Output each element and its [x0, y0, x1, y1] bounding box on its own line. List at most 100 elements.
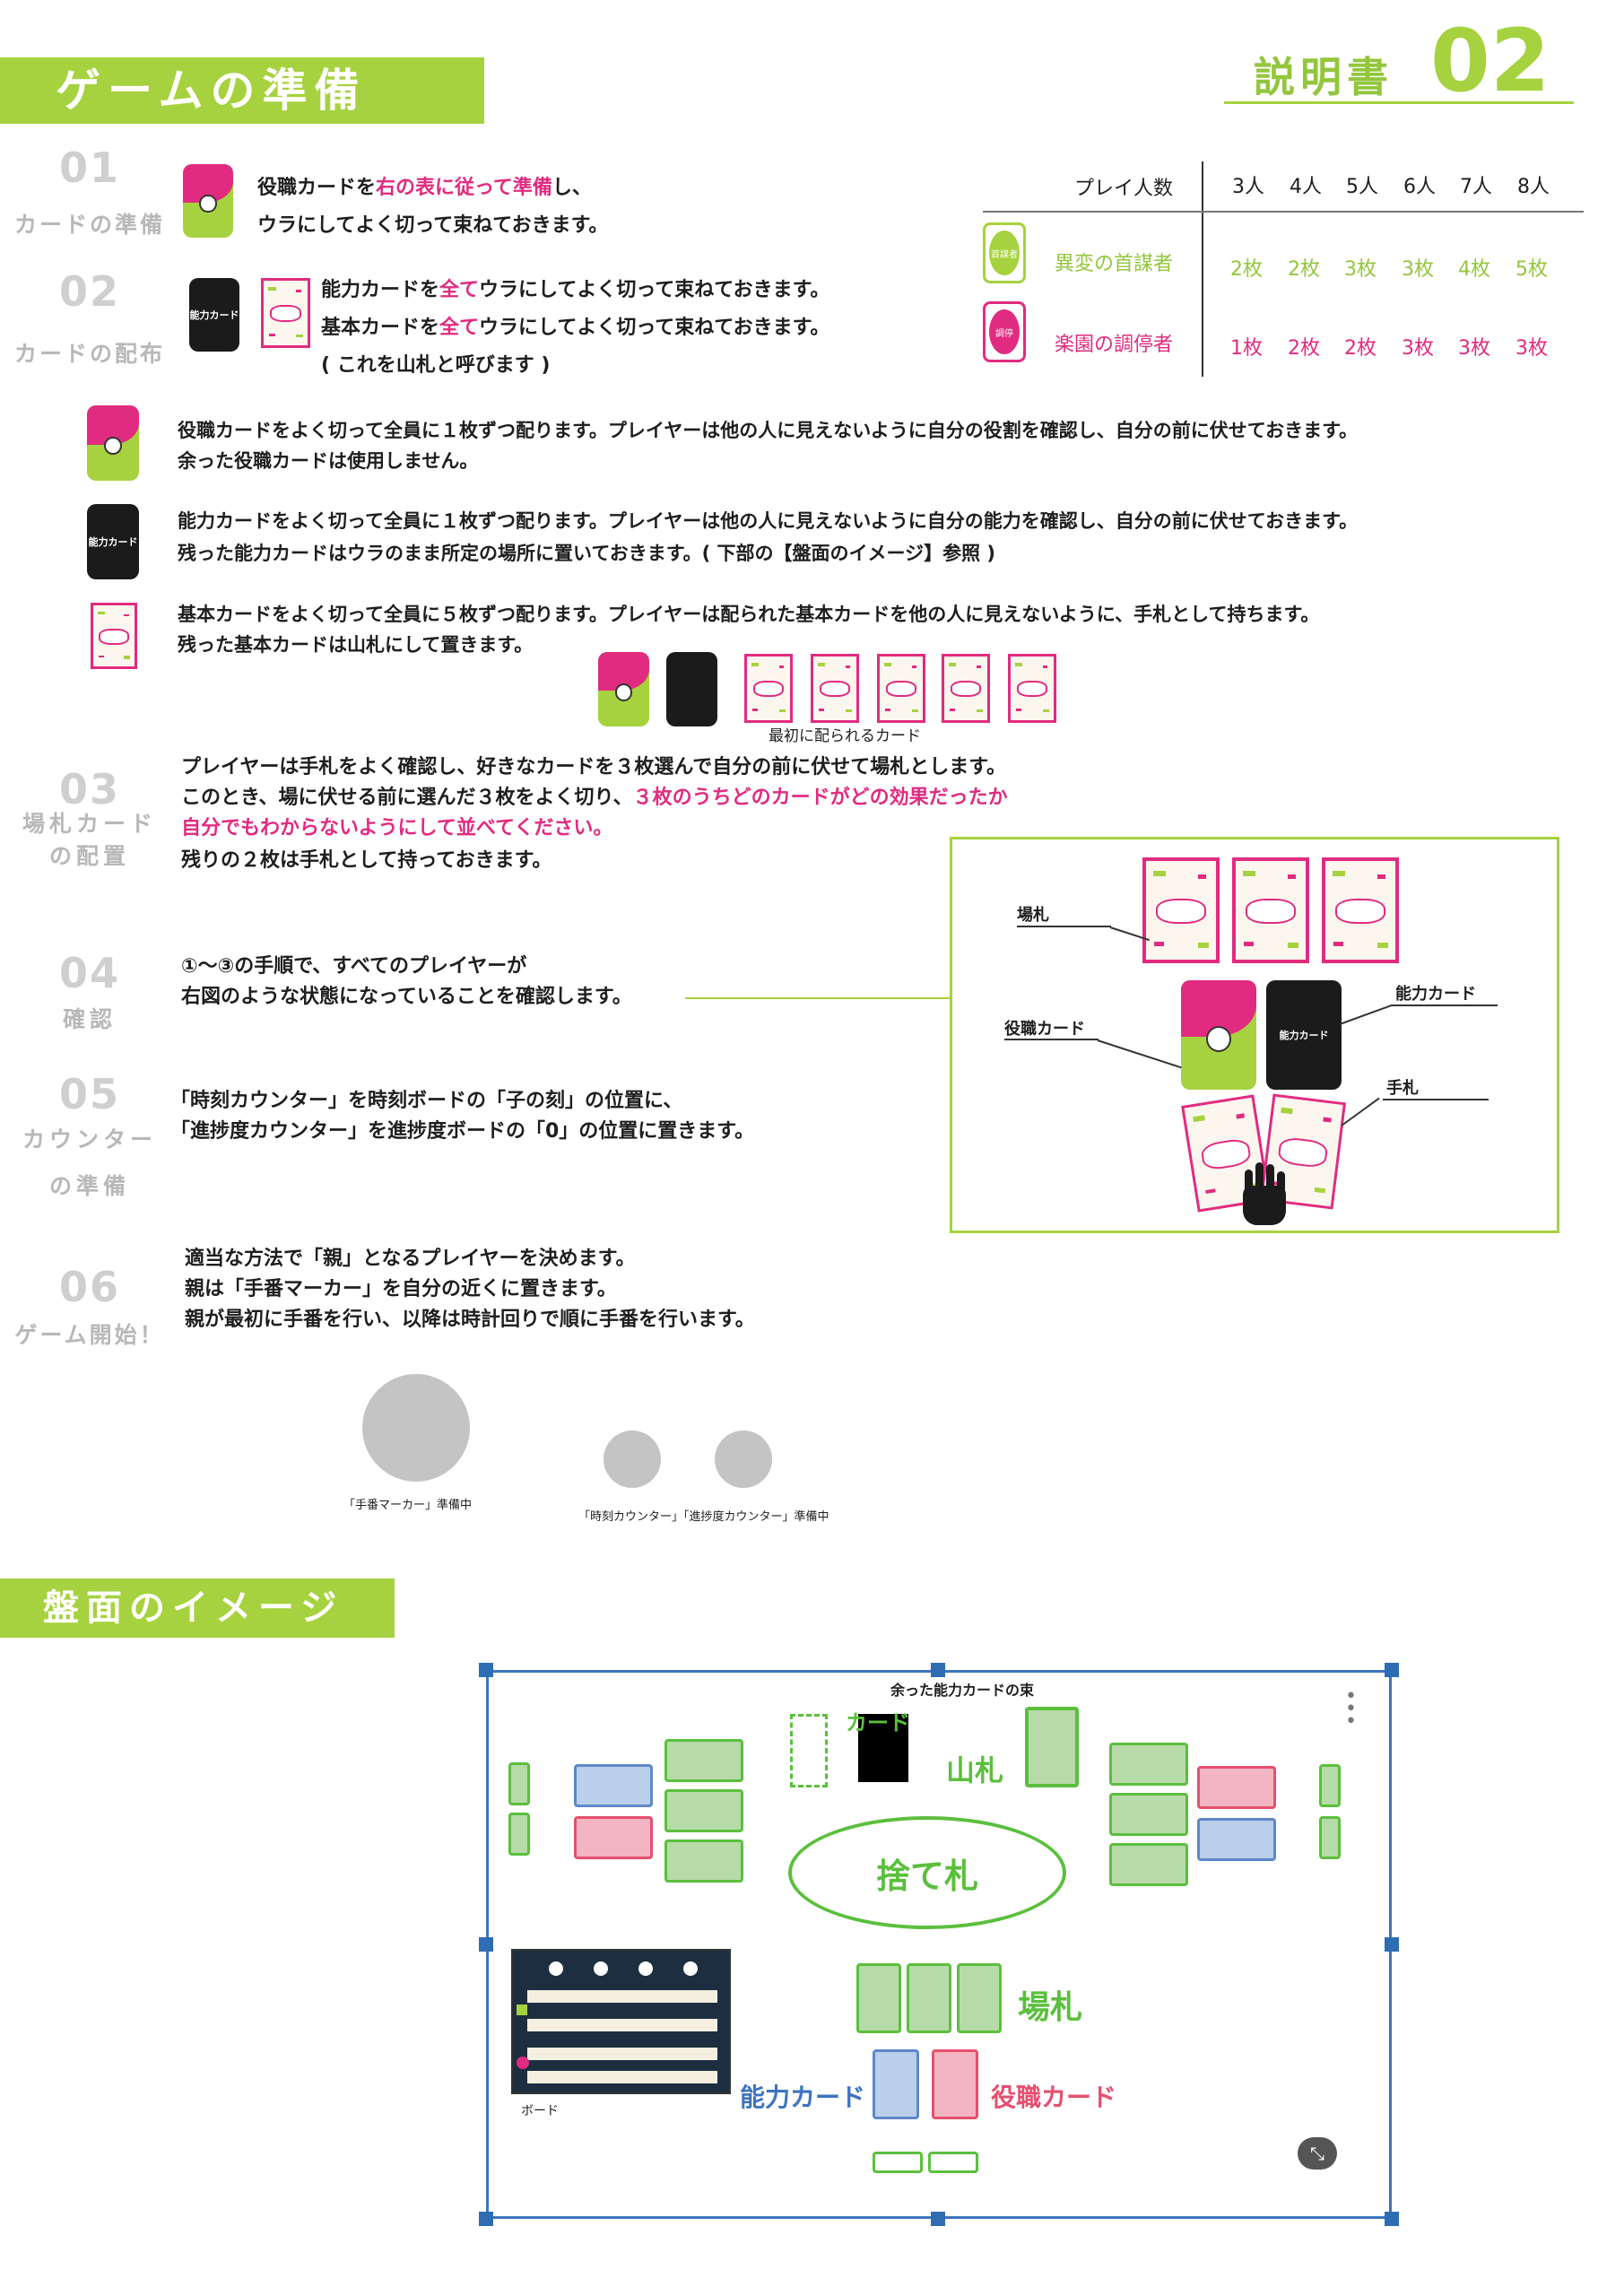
step-02-label: カードの配布: [13, 341, 165, 367]
step-02-line2-highlight: 全て: [439, 317, 480, 339]
time-counter-placeholder: [604, 1431, 661, 1488]
own-hand-card-1: [873, 2152, 923, 2173]
step-02-line2: 基本カードを全てウラにしてよく切って束ねておきます。: [321, 312, 829, 344]
diagram-ability-label: 能力カード: [1395, 985, 1476, 1004]
resize-handle-ml[interactable]: [479, 1937, 493, 1952]
board-dot-3: [638, 1961, 653, 1976]
diagram-hand-leader: [1383, 1099, 1489, 1100]
step-01-line2: ウラにしてよく切って束ねておきます。: [257, 214, 609, 237]
ability-card-icon: 能力カード: [189, 278, 239, 352]
step-06-line1: 適当な方法で「親」となるプレイヤーを決めます。: [185, 1248, 636, 1270]
step-04-connector-line: [685, 997, 951, 999]
board-dot-4: [683, 1961, 698, 1976]
resize-handle-tl[interactable]: [479, 1663, 493, 1677]
mastermind-count-6: 3枚: [1402, 258, 1434, 281]
right-player-card-v2: [1319, 1816, 1341, 1859]
resize-handle-bl[interactable]: [479, 2212, 493, 2226]
mastermind-icon-text: 首謀者: [989, 230, 1020, 275]
own-ability-label: 能力カード: [740, 2083, 866, 2112]
own-field-3: [957, 1963, 1002, 2033]
section-banner-board: 盤面のイメージ: [0, 1578, 395, 1638]
initial-role-card: [598, 652, 649, 726]
step-03-label-2: の配置: [48, 843, 130, 869]
left-player-field-2: [664, 1789, 743, 1832]
step-01-label: カードの準備: [13, 212, 165, 238]
right-player-role-card: [1197, 1766, 1276, 1809]
step-03-line4: 残りの２枚は手札として持っておきます。: [181, 849, 552, 872]
header-underline: [1224, 101, 1574, 104]
diagram-field-card-1: [1142, 857, 1220, 963]
left-player-field-3: [664, 1839, 743, 1883]
step-04-number: 04: [58, 949, 120, 997]
diagram-field-card-2: [1232, 857, 1309, 963]
step-02-line1: 能力カードを全てウラにしてよく切って束ねておきます。: [321, 274, 829, 306]
manual-number: 02: [1430, 11, 1550, 111]
step-05-line1: 「時刻カウンター」を時刻ボードの「子の刻」の位置に、: [170, 1090, 683, 1112]
board-track-4: [527, 2071, 717, 2083]
step-02-number: 02: [58, 267, 120, 316]
step-04-line2: 右図のような状態になっていることを確認します。: [181, 986, 632, 1008]
turn-marker-placeholder: [362, 1374, 470, 1482]
mastermind-count-4: 2枚: [1288, 258, 1320, 281]
resize-handle-tr[interactable]: [1385, 1663, 1399, 1677]
step-03-label-1: 場札カード: [22, 811, 157, 837]
left-player-ability-card: [574, 1764, 653, 1807]
leftover-ability-label: 余った能力カードの束: [890, 1682, 1035, 1699]
deck-label-handwritten: 山札: [946, 1753, 1004, 1787]
mastermind-count-8: 5枚: [1515, 258, 1548, 281]
right-player-field-3: [1109, 1843, 1188, 1886]
diagram-ability-card: 能力カード: [1266, 980, 1342, 1090]
step-06-label: ゲーム開始！: [14, 1322, 165, 1348]
leftover-ability-slot: [790, 1714, 828, 1787]
left-player-role-card: [574, 1816, 653, 1859]
diagram-role-card: [1181, 980, 1256, 1090]
resize-handle-tm[interactable]: [931, 1663, 945, 1677]
mastermind-icon: 首謀者: [983, 222, 1026, 283]
own-role-label: 役職カード: [991, 2083, 1117, 2112]
step-02-line1-highlight: 全て: [439, 279, 480, 301]
board-caption: ボード: [521, 2104, 559, 2118]
player-count-4: 4人: [1290, 176, 1322, 198]
step-06-line2: 親は「手番マーカー」を自分の近くに置きます。: [185, 1278, 617, 1300]
board-track-2: [527, 2019, 717, 2031]
initial-ability-card: [666, 652, 717, 726]
board-dot-1: [549, 1961, 563, 1976]
diagram-ability-leader-2: [1339, 1004, 1393, 1025]
resize-handle-mr[interactable]: [1385, 1937, 1399, 1952]
right-player-field-1: [1109, 1743, 1188, 1786]
step-03-line2: このとき、場に伏せる前に選んだ３枚をよく切り、３枚のうちどのカードがどの効果だっ…: [181, 782, 1008, 813]
own-role-card: [932, 2049, 978, 2119]
player-count-3: 3人: [1232, 176, 1264, 198]
right-player-field-2: [1109, 1793, 1188, 1836]
diagram-role-label: 役職カード: [1004, 1020, 1085, 1039]
step-05-line2: 「進捗度カウンター」を進捗度ボードの「0」の位置に置きます。: [170, 1120, 755, 1143]
basic-card-icon: [261, 278, 310, 348]
ability-deal-line2: 残った能力カードはウラのまま所定の場所に置いておきます。( 下部の【盤面のイメー…: [178, 543, 996, 564]
draw-pile: [1025, 1707, 1079, 1787]
role-deal-line1: 役職カードをよく切って全員に１枚ずつ配ります。プレイヤーは他の人に見えないように…: [178, 420, 1359, 441]
player-count-5: 5人: [1346, 176, 1378, 198]
collapse-icon[interactable]: ⤡: [1298, 2137, 1337, 2170]
step-05-label-2: の準備: [48, 1173, 130, 1199]
step-03-line2-highlight: ３枚のうちどのカードがどの効果だったか: [632, 787, 1008, 809]
step-02-line1-a: 能力カードを: [321, 279, 440, 301]
own-field-1: [856, 1963, 901, 2033]
resize-handle-br[interactable]: [1385, 2212, 1399, 2226]
board-track-1: [527, 1990, 717, 2003]
resize-handle-bm[interactable]: [931, 2212, 945, 2226]
mediator-count-6: 3枚: [1402, 337, 1434, 360]
board-track-3: [527, 2048, 717, 2060]
right-player-card-v1: [1319, 1764, 1341, 1807]
board-dot-2: [594, 1961, 608, 1976]
basic-deal-line1: 基本カードをよく切って全員に５枚ずつ配ります。プレイヤーは配られた基本カードを他…: [178, 604, 1320, 625]
ability-card-icon-deal: 能力カード: [87, 504, 139, 579]
player-count-8: 8人: [1517, 176, 1550, 198]
mastermind-count-5: 3枚: [1344, 258, 1376, 281]
role-card-icon: [183, 164, 233, 238]
own-field-label: 場札: [1018, 1989, 1083, 2026]
own-field-2: [907, 1963, 951, 2033]
step-02-line1-c: ウラにしてよく切って束ねておきます。: [479, 279, 830, 301]
step-03-line3: 自分でもわからないようにして並べてください。: [181, 817, 613, 839]
table-vertical-line: [1202, 161, 1203, 377]
diagram-field-label: 場札: [1017, 906, 1049, 925]
